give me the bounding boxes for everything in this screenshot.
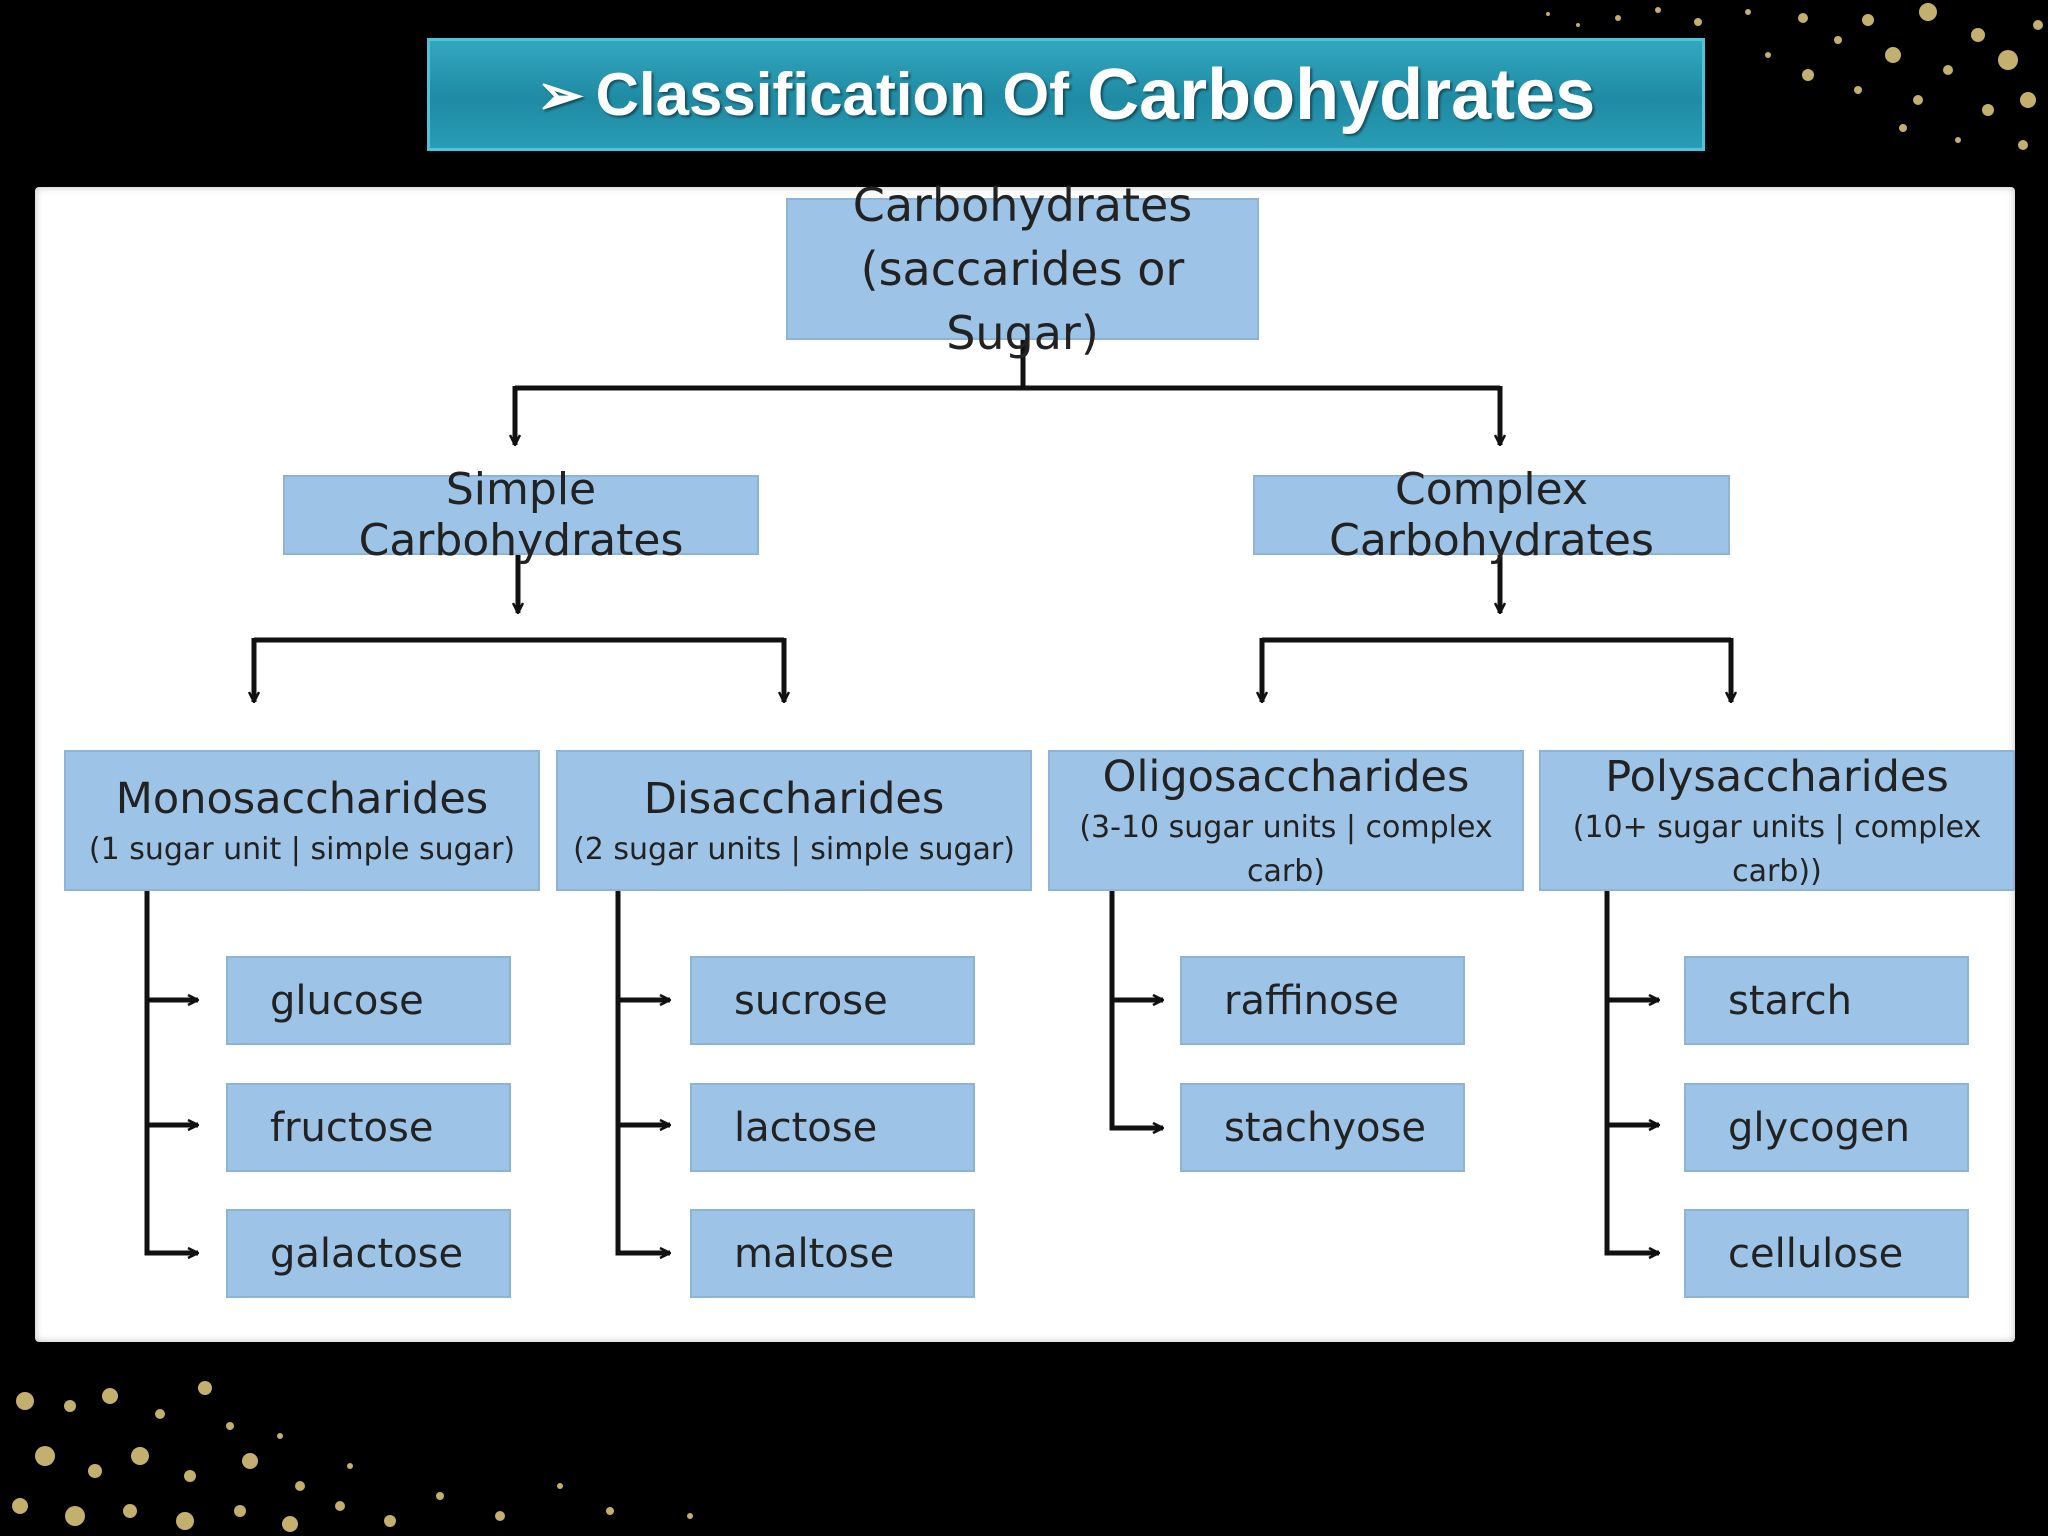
category-subtitle: (10+ sugar units | complex carb)) [1572, 809, 1982, 889]
leaf-glucose: glucose [226, 956, 511, 1045]
leaf-lactose: lactose [690, 1083, 975, 1172]
leaf-label: cellulose [1728, 1230, 1904, 1277]
category-name: Monosaccharides [115, 773, 489, 824]
leaf-label: starch [1728, 977, 1852, 1024]
node-carbohydrates-line2: (saccarides or Sugar) [860, 242, 1185, 360]
category-name: Polysaccharides [1605, 751, 1949, 802]
node-monosaccharides: Monosaccharides (1 sugar unit | simple s… [64, 750, 540, 891]
node-carbohydrates-line1: Carbohydrates [852, 178, 1193, 232]
node-simple-carbohydrates: Simple Carbohydrates [283, 464, 759, 566]
node-carbohydrates: Carbohydrates (saccarides or Sugar) [786, 178, 1259, 360]
glitter-decoration-top-right [1546, 3, 2043, 150]
category-name: Disaccharides [643, 773, 945, 824]
leaf-label: glycogen [1728, 1104, 1910, 1151]
title-text-part1: Classification Of [595, 61, 1070, 128]
slide-title-bar: ➢ Classification Of Carbohydrates [427, 38, 1705, 151]
leaf-label: sucrose [734, 977, 888, 1024]
title-text-part2: Carbohydrates [1087, 54, 1596, 135]
node-disaccharides: Disaccharides (2 sugar units | simple su… [556, 750, 1032, 891]
leaf-label: glucose [270, 977, 424, 1024]
node-complex-carbohydrates: Complex Carbohydrates [1253, 464, 1730, 566]
leaf-maltose: maltose [690, 1209, 975, 1298]
leaf-starch: starch [1684, 956, 1969, 1045]
leaf-label: lactose [734, 1104, 878, 1151]
leaf-label: fructose [270, 1104, 434, 1151]
category-subtitle: (2 sugar units | simple sugar) [573, 831, 1015, 867]
leaf-label: stachyose [1224, 1104, 1426, 1151]
leaf-stachyose: stachyose [1180, 1083, 1465, 1172]
leaf-label: galactose [270, 1230, 464, 1277]
node-simple-label: Simple Carbohydrates [358, 464, 684, 566]
leaf-raffinose: raffinose [1180, 956, 1465, 1045]
node-polysaccharides: Polysaccharides (10+ sugar units | compl… [1539, 750, 2015, 891]
category-name: Oligosaccharides [1102, 751, 1470, 802]
leaf-sucrose: sucrose [690, 956, 975, 1045]
leaf-glycogen: glycogen [1684, 1083, 1969, 1172]
glitter-decoration-bottom-left [12, 1381, 693, 1532]
arrow-bullet-icon: ➢ [536, 62, 584, 126]
leaf-cellulose: cellulose [1684, 1209, 1969, 1298]
node-complex-label: Complex Carbohydrates [1329, 464, 1654, 566]
category-subtitle: (3-10 sugar units | complex carb) [1079, 809, 1493, 889]
leaf-label: maltose [734, 1230, 895, 1277]
leaf-label: raffinose [1224, 977, 1399, 1024]
leaf-fructose: fructose [226, 1083, 511, 1172]
category-subtitle: (1 sugar unit | simple sugar) [88, 831, 516, 867]
node-oligosaccharides: Oligosaccharides (3-10 sugar units | com… [1048, 750, 1524, 891]
leaf-galactose: galactose [226, 1209, 511, 1298]
